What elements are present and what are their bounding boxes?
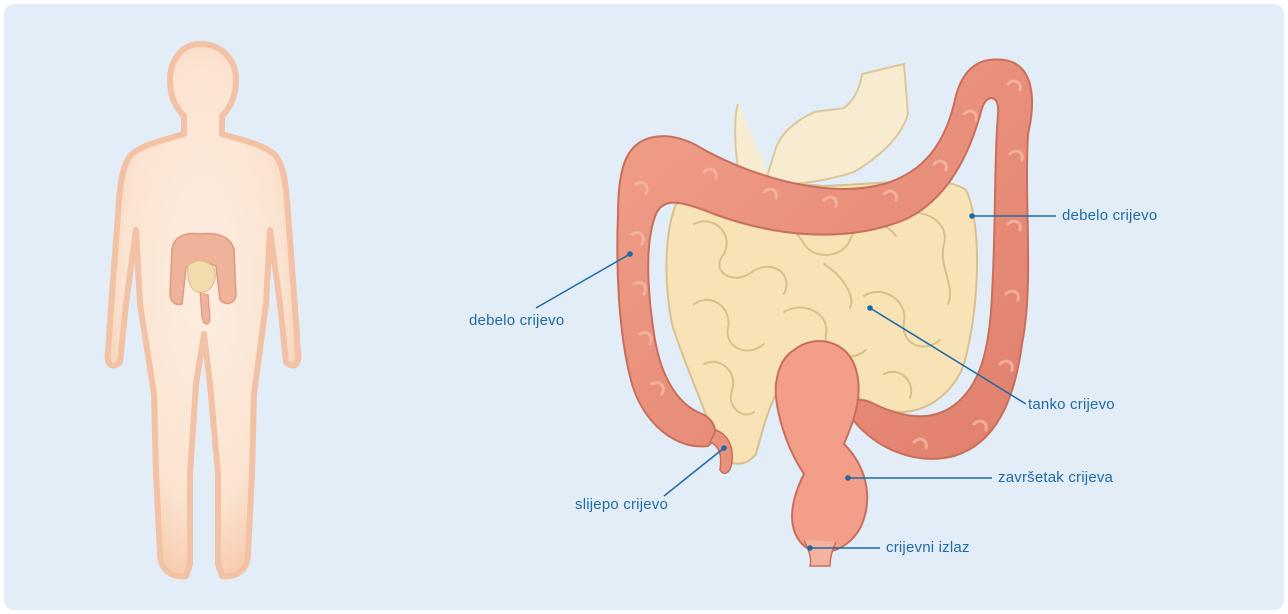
intestine-illustration	[617, 59, 1032, 566]
leader-line-large-intestine-left	[536, 254, 630, 308]
leader-dot-small-intestine	[867, 305, 873, 311]
label-rectum: završetak crijeva	[998, 469, 1113, 487]
diagram-artwork	[4, 4, 1284, 610]
stomach-shape	[735, 64, 908, 186]
label-large-intestine-left: debelo crijevo	[469, 312, 564, 330]
leader-line-appendix	[664, 448, 724, 496]
label-anus: crijevni izlaz	[886, 539, 970, 557]
leader-dot-appendix	[721, 445, 727, 451]
anus-shape	[804, 540, 836, 566]
human-body-figure	[108, 44, 299, 576]
label-large-intestine-right: debelo crijevo	[1062, 207, 1157, 225]
diagram-panel: debelo crijevo debelo crijevo tanko crij…	[4, 4, 1284, 610]
leader-dot-rectum	[845, 475, 851, 481]
leader-dot-anus	[807, 545, 813, 551]
leader-dot-large-intestine-right	[969, 213, 975, 219]
label-small-intestine: tanko crijevo	[1028, 396, 1115, 414]
leader-dot-large-intestine-left	[627, 251, 633, 257]
rectum-shape	[776, 341, 867, 552]
label-appendix: slijepo crijevo	[575, 496, 668, 514]
